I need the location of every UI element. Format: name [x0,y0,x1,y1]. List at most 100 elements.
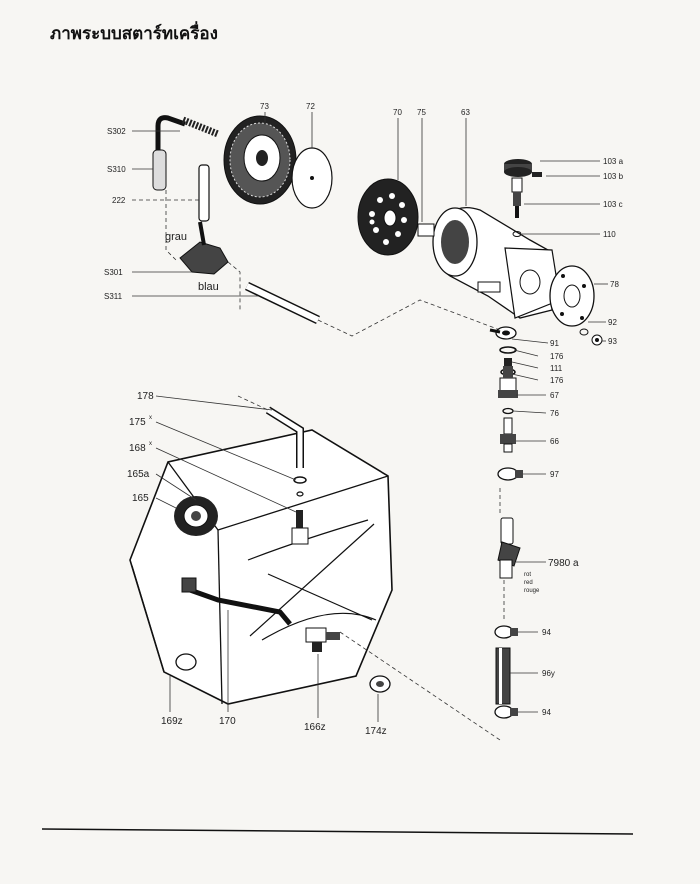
part-63-pump-housing [417,206,561,319]
part-174z-nut [369,675,391,693]
label-7980a: 7980 a [548,558,579,569]
part-72-disc [291,147,333,209]
label-111: 111 [550,364,563,373]
label-s310: S310 [107,165,126,174]
part-168x-bolt [291,510,309,545]
fuel-tank [129,429,393,705]
bottom-rule [41,828,634,835]
leader-176b [511,373,539,381]
part-91-banjo [489,326,517,340]
part-170-pipe [189,587,292,626]
label-s301: S301 [104,268,123,277]
leader-176a [513,349,539,357]
label-168x-sup: x [149,441,152,447]
label-175x: 175 [129,417,146,428]
part-103c-valve [511,177,523,218]
leader-91 [511,338,549,344]
part-s301-tap-body [179,241,229,275]
part-94-clamp-top [494,625,518,639]
part-165-filler-cap [174,496,218,536]
part-93-nut [591,334,603,346]
label-rot: rot [524,572,531,578]
label-rouge: rouge [524,588,540,594]
label-blau: blau [198,281,219,293]
label-grau: grau [165,231,187,243]
label-s302: S302 [107,127,126,136]
dash-178 [237,395,269,411]
leader-168x [155,447,297,513]
part-73-gear-wheel [223,115,297,205]
label-165: 165 [132,493,149,504]
label-63: 63 [461,108,470,117]
part-66-nipple [500,417,516,453]
dash-filter-tap [165,190,179,263]
part-103a-cap [504,159,532,177]
label-red: red [524,580,533,586]
part-176-washer-a [499,346,517,354]
part-s311-hose-inner [245,283,320,323]
label-96y: 96y [542,669,555,678]
label-s311: S311 [104,292,123,301]
label-75: 75 [417,108,426,117]
part-76-ring [502,407,514,415]
label-165a: 165a [127,469,150,480]
part-222-tube [198,164,210,222]
part-111-fitting [504,358,512,370]
leader-76 [512,410,547,414]
label-175x-sup: x [149,415,152,421]
label-176a: 176 [550,352,564,361]
part-103b-pin [532,172,542,177]
label-94b: 94 [542,708,551,717]
dash-hose-pump [317,299,501,337]
label-73: 73 [260,102,269,111]
part-tap-stem [198,221,206,246]
label-110: 110 [603,230,616,239]
part-s302-bent-pipe [155,115,186,160]
label-166z: 166z [304,722,326,733]
label-103b: 103 b [603,172,624,181]
leader-175x [155,421,297,481]
label-97: 97 [550,470,559,479]
part-78-flange [549,265,595,327]
label-70: 70 [393,108,402,117]
label-178: 178 [137,391,154,402]
label-174z: 174z [365,726,387,737]
part-s310-filter [152,149,167,191]
part-small-ring [296,491,304,497]
leader-165a [155,473,197,501]
part-7980a-valve [497,517,521,579]
leader-165 [155,497,177,509]
label-76: 76 [550,409,559,418]
part-166z-tap [305,627,340,652]
part-70-perforated-disc [357,178,419,256]
dash-tap-hose [227,261,241,310]
label-91: 91 [550,339,559,348]
part-97-clamp [497,467,523,481]
label-222: 222 [112,196,126,205]
part-s302-threaded-end [181,116,220,138]
label-93: 93 [608,337,617,346]
label-176b: 176 [550,376,564,385]
part-110-ring [512,231,522,237]
part-96y-hose [495,647,511,705]
part-175x-washer [293,476,307,484]
part-92-washer [579,328,589,336]
label-66: 66 [550,437,559,446]
page-title: ภาพระบบสตาร์ทเครื่อง [50,24,218,44]
label-78: 78 [610,280,619,289]
part-169z-fitting [181,577,197,593]
label-94a: 94 [542,628,551,637]
label-103a: 103 a [603,157,624,166]
part-67-bolt [498,366,518,398]
leader-111 [511,361,539,369]
part-94-clamp-bottom [494,705,518,719]
dash-tank-hose [339,631,501,741]
label-169z: 169z [161,716,183,727]
label-103c: 103 c [603,200,623,209]
label-168x: 168 [129,443,146,454]
label-92: 92 [608,318,617,327]
part-178-filler-pipe [265,406,304,468]
leader-178 [155,395,273,411]
label-67: 67 [550,391,559,400]
